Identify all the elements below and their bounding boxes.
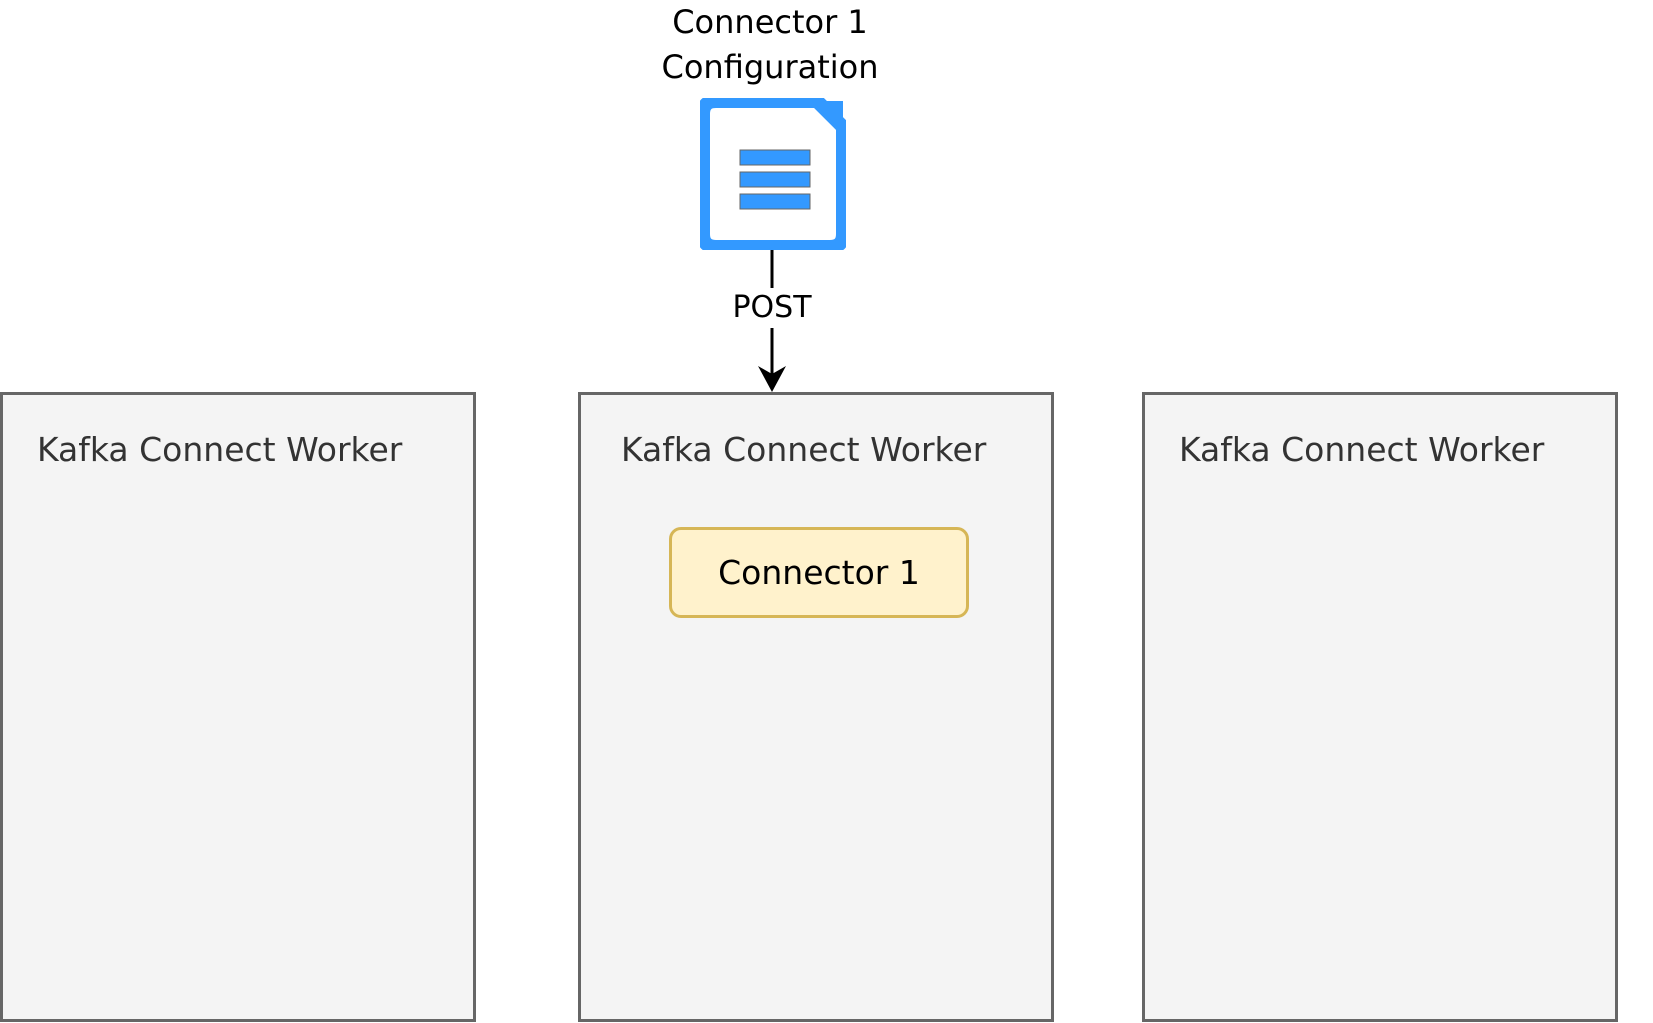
kafka-connect-worker-1: Kafka Connect Worker (0, 392, 476, 1022)
post-label: POST (720, 288, 824, 328)
document-icon (700, 98, 846, 250)
kafka-connect-worker-3: Kafka Connect Worker (1142, 392, 1618, 1022)
document-line-1 (739, 149, 811, 166)
kafka-connect-worker-2: Kafka Connect Worker Connector 1 (578, 392, 1054, 1022)
config-label-line1: Connector 1 (672, 3, 868, 41)
document-line-3 (739, 193, 811, 210)
connector-1-box: Connector 1 (669, 527, 969, 618)
connector-config-label: Connector 1 Configuration (650, 0, 890, 90)
worker-title: Kafka Connect Worker (1179, 430, 1545, 469)
config-label-line2: Configuration (661, 48, 879, 86)
post-arrow-head (758, 366, 786, 392)
worker-title: Kafka Connect Worker (37, 430, 403, 469)
worker-title: Kafka Connect Worker (621, 430, 987, 469)
document-line-2 (739, 171, 811, 188)
document-fold (812, 101, 843, 132)
